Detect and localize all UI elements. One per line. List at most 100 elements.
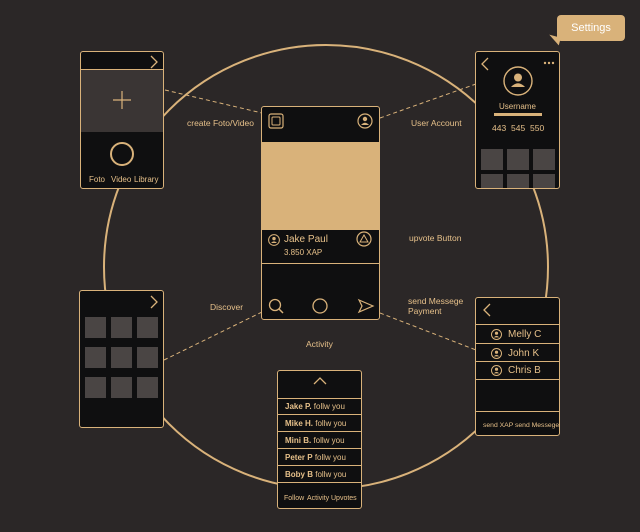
profile-photo-tile[interactable]: [533, 174, 555, 188]
discover-tile[interactable]: [85, 377, 106, 398]
label-create: create Foto/Video: [187, 118, 254, 128]
post-user-name[interactable]: Jake Paul: [284, 234, 328, 245]
label-activity: Activity: [306, 339, 333, 349]
divider: [81, 69, 163, 70]
activity-text: follw you: [315, 419, 347, 428]
activity-screen: Jake P. follw you Mike H. follw you Mini…: [277, 370, 362, 509]
more-dots-icon[interactable]: [543, 61, 555, 65]
tab-activity[interactable]: Activity: [307, 495, 330, 502]
discover-tile[interactable]: [137, 377, 158, 398]
settings-callout: Settings: [557, 15, 625, 41]
label-send: send Messege: [408, 296, 464, 306]
connector-create: [164, 89, 263, 114]
search-icon[interactable]: [268, 298, 284, 314]
label-payment: Payment: [408, 306, 442, 316]
profile-photo-tile[interactable]: [481, 149, 503, 170]
activity-item[interactable]: Mike H. follw you: [285, 419, 346, 428]
activity-text: follw you: [313, 436, 345, 445]
connector-send: [379, 312, 477, 351]
shutter-button-icon[interactable]: [109, 141, 135, 167]
contact-avatar-icon: [491, 329, 502, 340]
discover-tile[interactable]: [137, 317, 158, 338]
post-xap-amount: 3.850 XAP: [284, 248, 323, 257]
activity-text: follw you: [313, 402, 345, 411]
feed-screen: Jake Paul 3.850 XAP: [261, 106, 380, 320]
tab-follow[interactable]: Follow: [284, 495, 305, 502]
stat-2: 545: [511, 123, 526, 133]
contacts-screen: Melly C John K Chris B send XAP send Mes…: [475, 297, 560, 436]
profile-photo-tile[interactable]: [533, 149, 555, 170]
username-underline: [494, 113, 542, 116]
divider: [262, 263, 379, 264]
discover-tile[interactable]: [111, 317, 132, 338]
divider: [278, 414, 361, 415]
contact-name[interactable]: Melly C: [508, 329, 542, 340]
activity-user: Mini B.: [285, 436, 312, 445]
contact-name[interactable]: Chris B: [508, 365, 541, 376]
avatar-icon[interactable]: [503, 66, 533, 96]
stat-3: 550: [530, 123, 545, 133]
divider: [278, 431, 361, 432]
activity-text: follw you: [315, 470, 347, 479]
divider: [476, 411, 559, 412]
stat-1: 443: [492, 123, 507, 133]
upvote-icon[interactable]: [356, 231, 372, 247]
profile-photo-tile[interactable]: [507, 149, 529, 170]
back-icon[interactable]: [482, 303, 492, 317]
label-user-account: User Account: [411, 118, 462, 128]
divider: [476, 343, 559, 344]
profile-photo-tile[interactable]: [507, 174, 529, 188]
divider: [278, 398, 361, 399]
discover-tile[interactable]: [111, 347, 132, 368]
activity-user: Jake P.: [285, 402, 312, 411]
profile-screen: Username 443 545 550: [475, 51, 560, 189]
divider: [476, 324, 559, 325]
plus-icon[interactable]: [112, 90, 132, 110]
chevron-right-icon[interactable]: [149, 55, 159, 69]
discover-tile[interactable]: [137, 347, 158, 368]
contact-name[interactable]: John K: [508, 348, 540, 359]
back-icon[interactable]: [480, 57, 490, 71]
divider: [476, 361, 559, 362]
discover-screen: [79, 290, 164, 428]
activity-item[interactable]: Mini B. follw you: [285, 436, 345, 445]
discover-tile[interactable]: [85, 347, 106, 368]
activity-user: Peter P: [285, 453, 313, 462]
divider: [262, 142, 379, 143]
activity-item[interactable]: Peter P follw you: [285, 453, 346, 462]
discover-tile[interactable]: [85, 317, 106, 338]
chevron-right-icon[interactable]: [149, 295, 159, 309]
divider: [278, 465, 361, 466]
user-avatar-icon[interactable]: [268, 234, 280, 246]
profile-icon[interactable]: [357, 113, 373, 129]
chevron-up-icon[interactable]: [313, 376, 327, 386]
activity-item[interactable]: Boby B follw you: [285, 470, 346, 479]
contacts-footer-actions[interactable]: send XAP send Messege: [483, 422, 560, 429]
contact-avatar-icon: [491, 365, 502, 376]
label-discover: Discover: [210, 302, 244, 312]
tab-foto[interactable]: Foto: [89, 175, 106, 184]
tab-video[interactable]: Video: [111, 175, 132, 184]
send-icon[interactable]: [357, 298, 375, 314]
activity-icon[interactable]: [312, 298, 328, 314]
activity-user: Boby B: [285, 470, 313, 479]
tab-library[interactable]: Library: [134, 175, 159, 184]
divider: [278, 482, 361, 483]
profile-username: Username: [499, 102, 536, 111]
post-image[interactable]: [262, 143, 379, 230]
camera-screen: Foto Video Library: [80, 51, 164, 189]
divider: [476, 379, 559, 380]
tab-upvotes[interactable]: Upvotes: [331, 495, 357, 502]
discover-tile[interactable]: [111, 377, 132, 398]
profile-photo-tile[interactable]: [481, 174, 503, 188]
connector-discover: [163, 311, 263, 361]
activity-text: follw you: [314, 453, 346, 462]
camera-icon[interactable]: [268, 113, 284, 129]
label-upvote: upvote Button: [409, 233, 462, 243]
activity-user: Mike H.: [285, 419, 314, 428]
activity-item[interactable]: Jake P. follw you: [285, 402, 345, 411]
connector-account: [379, 83, 477, 119]
contact-avatar-icon: [491, 348, 502, 359]
divider: [278, 448, 361, 449]
